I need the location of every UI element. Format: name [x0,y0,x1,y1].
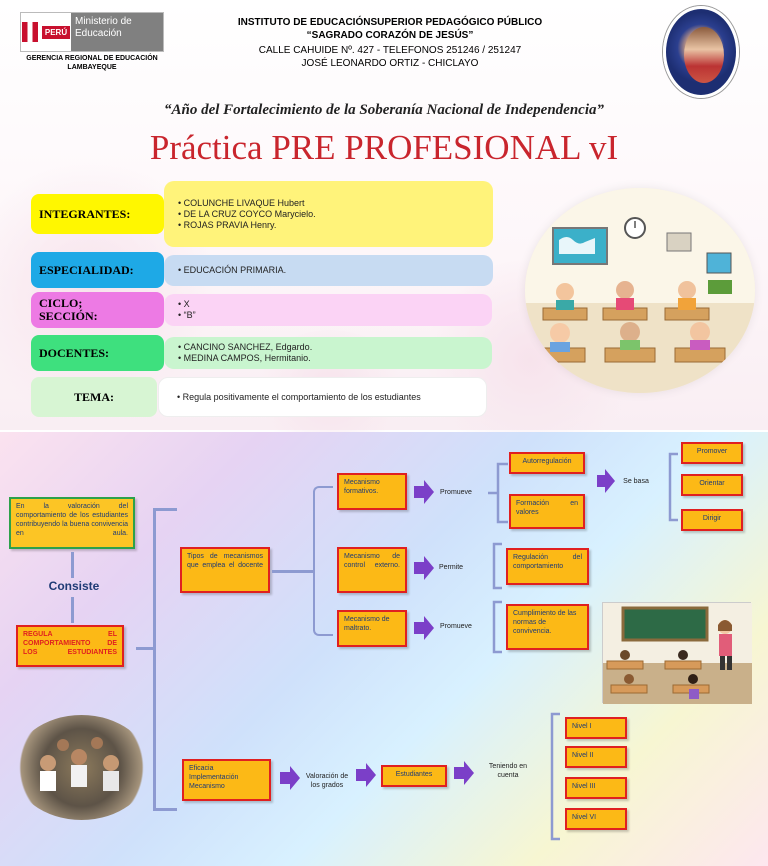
nivel-3-box: Nivel III [565,777,627,799]
cumplimiento-box: Cumplimiento de las normas de convivenci… [506,604,589,650]
integrante-1: COLUNCHE LIVAQUE Hubert [178,198,493,209]
estudiantes-text: Estudiantes [395,771,433,778]
region-name: GERENCIA REGIONAL DE EDUCACIÓN LAMBAYEQU… [26,55,158,71]
nivel-2-box: Nivel II [565,746,627,768]
intro-box: En la valoración del comportamiento de l… [9,497,135,549]
regulacion-text: Regulación del comportamiento [513,554,582,570]
valoracion-label: Valoración de los grados [305,773,349,789]
institute-subname: “SAGRADO CORAZÓN DE JESÚS” [306,30,474,41]
mec-control-text: Mecanismo de control externo. [344,553,400,569]
docente-2: MEDINA CAMPOS, Hermitanio. [178,353,492,364]
integrantes-value: COLUNCHE LIVAQUE Hubert DE LA CRUZ COYCO… [164,181,493,247]
teniendo-label: Teniendo en cuenta [488,763,528,779]
arrow-right-icon [356,763,376,787]
classroom-illustration [525,188,755,393]
logo-country: PERÚ [41,25,71,39]
tipos-text: Tipos de mecanismos que emplea el docent… [187,553,263,569]
arrow-right-icon [414,616,434,640]
nivel-2-text: Nivel II [572,752,594,759]
nivel-1-text: Nivel I [572,723,592,730]
nivel-1-box: Nivel I [565,717,627,739]
integrante-2: DE LA CRUZ COYCO Marycielo. [178,209,493,220]
tema-value: Regula positivamente el comportamiento d… [158,377,487,417]
mec-maltrato-box: Mecanismo de maltrato. [337,610,407,647]
tipos-box: Tipos de mecanismos que emplea el docent… [180,547,270,593]
docente-1: CANCINO SANCHEZ, Edgardo. [178,342,492,353]
peru-flag-icon [21,22,38,42]
especialidad-label: ESPECIALIDAD: [31,252,164,288]
regula-text: REGULA EL COMPORTAMIENTO DE LOS ESTUDIAN… [23,631,117,656]
formacion-box: Formación en valores [509,494,585,529]
dirigir-box: Dirigir [681,509,743,531]
orientar-box: Orientar [681,474,743,496]
students-photo [13,715,150,820]
consiste-label: Consiste [48,579,100,593]
orientar-text: Orientar [699,480,725,487]
nivel-3-text: Nivel III [572,783,596,790]
promover-text: Promover [696,448,728,455]
arrow-right-icon [414,480,434,504]
ciclo-text: X [178,299,492,310]
arrow-right-icon [597,469,615,493]
purple-arrows [280,452,678,841]
logo-ministry: Ministerio de Educación [71,13,163,51]
docentes-label: DOCENTES: [31,335,164,371]
eficacia-box: Eficacia Implementación Mecanismo [182,759,271,801]
arrow-right-icon [414,556,434,580]
nivel-6-text: Nivel VI [572,814,597,821]
ministry-logo: PERÚ Ministerio de Educación [20,12,164,52]
regula-box: REGULA EL COMPORTAMIENTO DE LOS ESTUDIAN… [16,625,124,667]
autorregulacion-text: Autorregulación [522,458,572,465]
dirigir-text: Dirigir [702,515,722,522]
tema-label: TEMA: [31,377,157,417]
promueve2-label: Promueve [440,623,472,630]
mec-formativos-text: Mecanismo formativos. [344,479,380,495]
address-line2: JOSÉ LEONARDO ORTIZ - CHICLAYO [301,58,479,69]
intro-text: En la valoración del comportamiento de l… [16,503,128,537]
ciclo-label: CICLO; SECCIÓN: [31,292,164,328]
integrantes-label: INTEGRANTES: [31,194,164,234]
promover-box: Promover [681,442,743,464]
address-line1: CALLE CAHUIDE Nº. 427 - TELEFONOS 251246… [258,45,522,56]
mec-control-box: Mecanismo de control externo. [337,547,407,593]
especialidad-value: EDUCACIÓN PRIMARIA. [164,255,493,286]
seccion-text: “B” [178,310,492,321]
arrow-right-icon [454,761,474,785]
autorregulacion-box: Autorregulación [509,452,585,474]
concept-map: En la valoración del comportamiento de l… [0,432,768,866]
mec-formativos-box: Mecanismo formativos. [337,473,407,510]
permite-label: Permite [438,564,464,571]
promueve1-label: Promueve [440,489,472,496]
docentes-value: CANCINO SANCHEZ, Edgardo. MEDINA CAMPOS,… [164,337,492,369]
page-title: Práctica PRE PROFESIONAL vI [149,128,619,167]
nivel-6-box: Nivel VI [565,808,627,830]
regulacion-box: Regulación del comportamiento [506,548,589,585]
teacher-classroom-illustration [602,602,752,704]
ciclo-value: X “B” [164,294,492,326]
institute-name: INSTITUTO DE EDUCACIÓNSUPERIOR PEDAGÓGIC… [237,17,543,28]
tema-text: Regula positivamente el comportamiento d… [177,392,486,403]
header-section: PERÚ Ministerio de Educación GERENCIA RE… [0,0,768,460]
cumplimiento-text: Cumplimiento de las normas de convivenci… [513,610,577,635]
especialidad-text: EDUCACIÓN PRIMARIA. [178,265,493,276]
mec-maltrato-text: Mecanismo de maltrato. [344,616,390,632]
estudiantes-box: Estudiantes [381,765,447,787]
formacion-text: Formación en valores [516,500,578,516]
religious-seal-icon [663,6,739,98]
integrante-3: ROJAS PRAVIA Henry. [178,220,493,231]
year-motto: “Año del Fortalecimiento de la Soberanía… [164,102,604,118]
ciclo-label-text: CICLO; [39,296,83,310]
institute-block: INSTITUTO DE EDUCACIÓNSUPERIOR PEDAGÓGIC… [200,16,580,70]
eficacia-text: Eficacia Implementación Mecanismo [189,765,239,790]
arrow-right-icon [280,766,300,790]
seccion-label-text: SECCIÓN: [39,309,98,323]
se-basa-label: Se basa [623,478,649,485]
